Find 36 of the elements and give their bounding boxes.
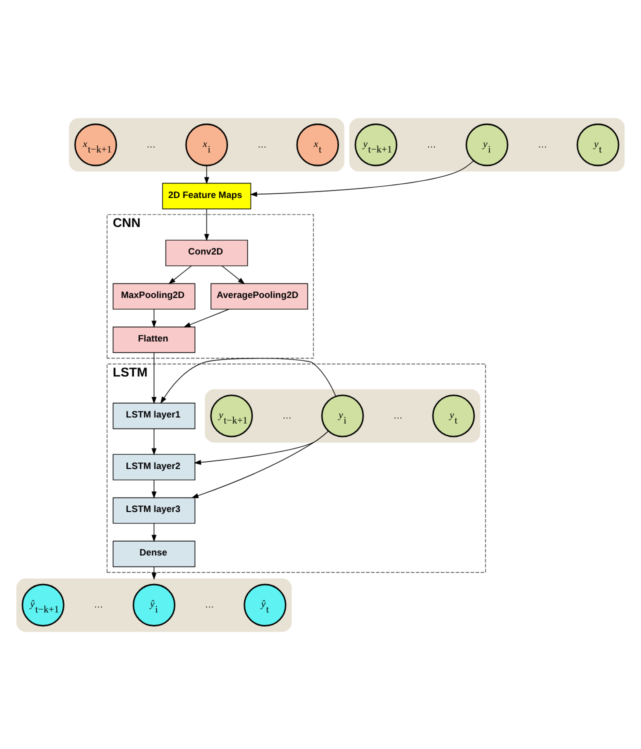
label: …: [282, 410, 292, 420]
arrow: [152, 428, 157, 455]
arrow: [160, 357, 336, 404]
node-box: 2D Feature Maps: [162, 182, 252, 209]
label: …: [258, 138, 267, 149]
node-box: AveragePooling2D: [210, 282, 308, 310]
arrow: [191, 430, 329, 498]
node-box: Dense: [112, 540, 196, 567]
node-box: LSTM layer2: [112, 453, 196, 480]
arrow: [152, 308, 157, 328]
arrow: [152, 522, 157, 542]
label: …: [426, 138, 436, 149]
node-box: LSTM layer3: [112, 496, 196, 524]
node-box: LSTM layer1: [112, 402, 196, 429]
arrow: [152, 566, 157, 580]
label: …: [538, 138, 548, 149]
arrow: [194, 441, 314, 464]
cluster: [69, 118, 344, 172]
arrow: [152, 479, 157, 498]
label: …: [204, 599, 214, 610]
arrow: [222, 265, 245, 284]
arrow: [183, 308, 230, 327]
node-box: Conv2D: [165, 239, 248, 266]
arrow: [204, 208, 210, 241]
cluster: [16, 578, 292, 632]
node-box: MaxPooling2D: [112, 282, 196, 310]
arrow: [152, 352, 157, 404]
arrow: [204, 164, 210, 184]
label: …: [393, 410, 403, 420]
cluster: [204, 388, 480, 442]
label: …: [94, 599, 104, 610]
arrow: [250, 160, 474, 196]
label: …: [146, 138, 156, 149]
node-box: Flatten: [112, 326, 196, 352]
cluster: [349, 118, 625, 172]
arrow: [168, 265, 192, 284]
